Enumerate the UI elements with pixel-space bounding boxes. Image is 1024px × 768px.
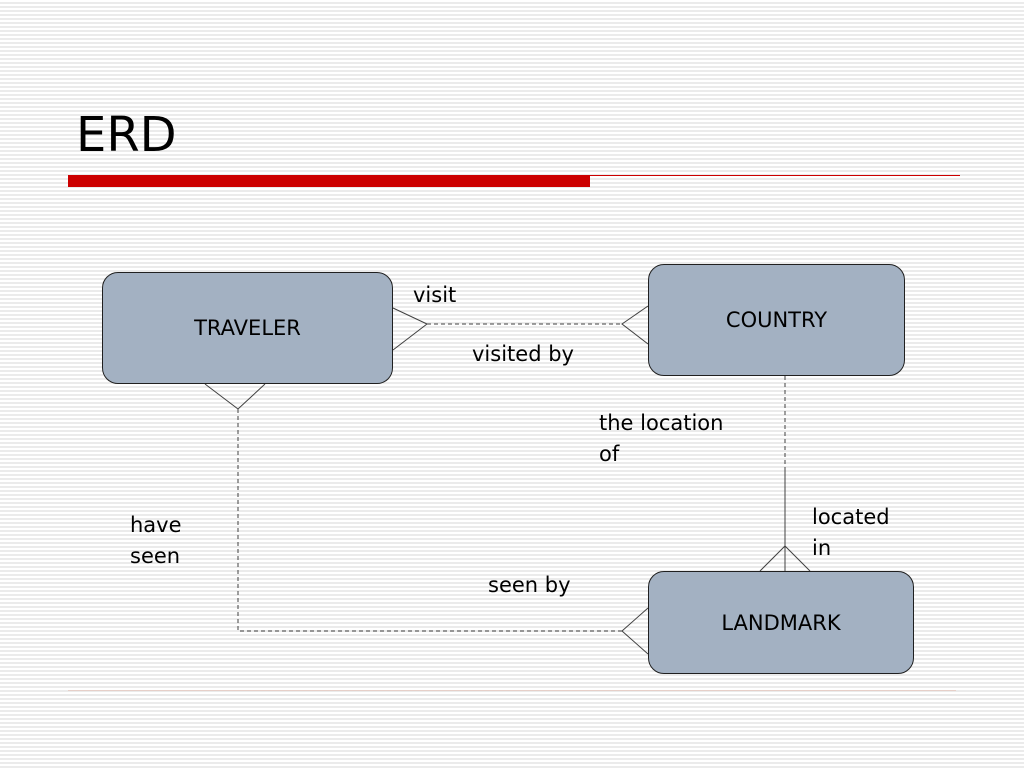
- entity-traveler-label: TRAVELER: [194, 316, 301, 340]
- footer-divider: [68, 690, 956, 691]
- relationship-label-seen-by: seen by: [488, 573, 571, 597]
- entity-traveler[interactable]: TRAVELER: [102, 272, 393, 384]
- relationship-label-location-of-line1: the location: [599, 411, 724, 435]
- relationship-label-visited-by: visited by: [472, 342, 574, 366]
- crowfoot-traveler-visit: [392, 307, 428, 351]
- crowfoot-country-visited-by: [621, 305, 649, 345]
- relationship-label-visit: visit: [413, 283, 457, 307]
- connector-traveler-landmark: [237, 409, 622, 632]
- relationship-label-located-in-line2: in: [812, 536, 832, 560]
- relationship-label-located-in: located in: [812, 502, 890, 564]
- entity-country[interactable]: COUNTRY: [648, 264, 905, 376]
- entity-landmark[interactable]: LANDMARK: [648, 571, 914, 674]
- relationship-label-have-seen-line1: have: [130, 513, 182, 537]
- relationship-label-have-seen-line2: seen: [130, 544, 181, 568]
- crowfoot-traveler-have-seen: [204, 383, 266, 410]
- relationship-label-have-seen: have seen: [130, 510, 182, 572]
- entity-country-label: COUNTRY: [725, 308, 828, 332]
- entity-landmark-label: LANDMARK: [721, 610, 841, 635]
- title-underline-rule: [590, 175, 960, 176]
- relationship-label-located-in-line1: located: [812, 505, 890, 529]
- crowfoot-landmark-seen-by: [621, 607, 649, 655]
- relationship-label-location-of: the location of: [599, 408, 723, 470]
- relationship-label-location-of-line2: of: [599, 442, 620, 466]
- slide-title: ERD: [76, 107, 177, 163]
- title-underline-bar: [68, 175, 590, 187]
- crowfoot-landmark-located-in: [759, 545, 811, 572]
